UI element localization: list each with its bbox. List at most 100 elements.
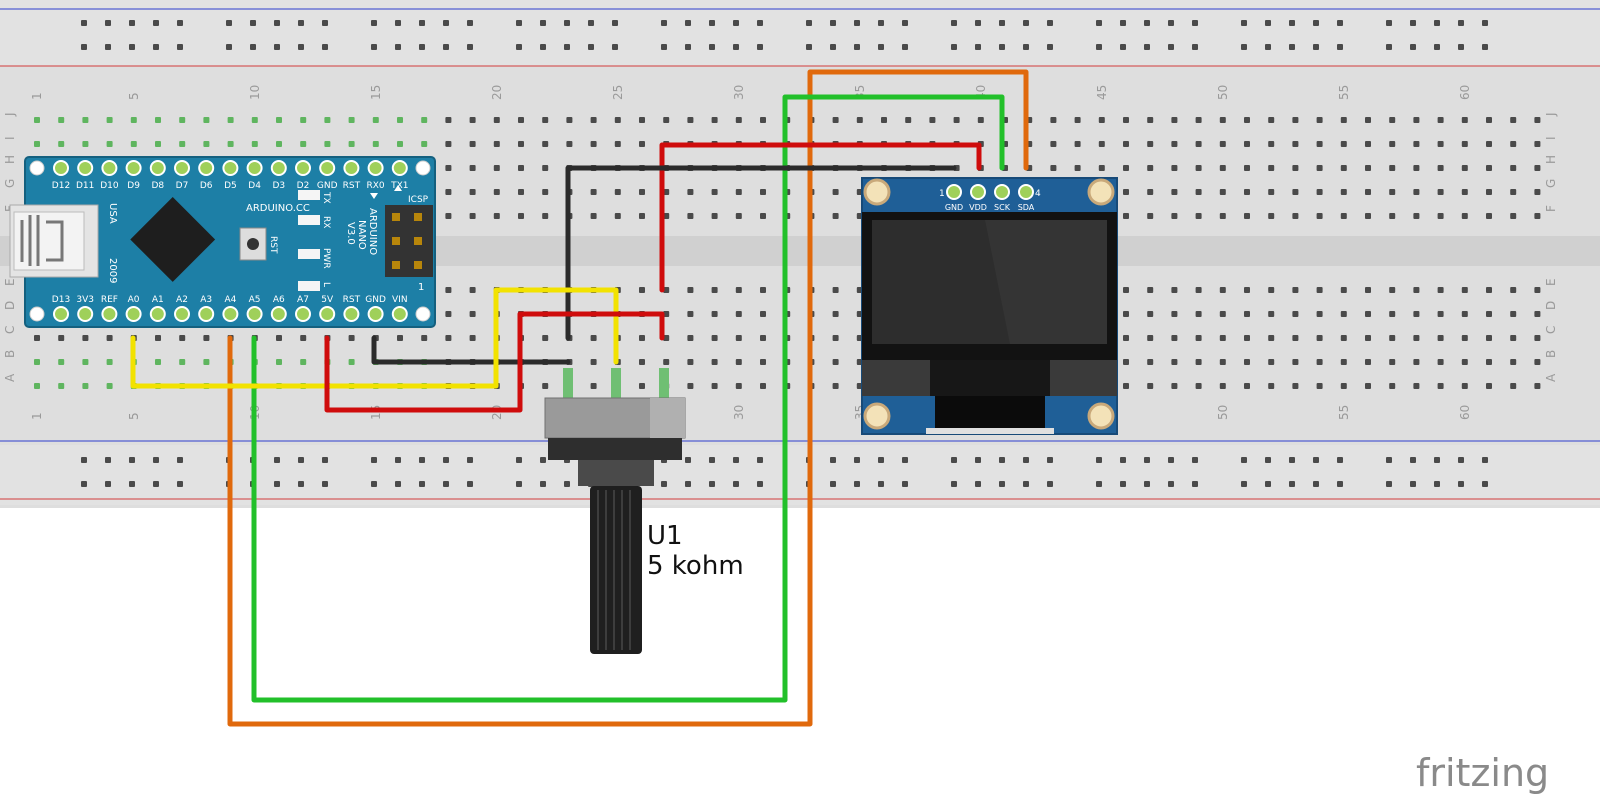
arduino-pin: [270, 160, 287, 176]
breadboard-hole: [276, 359, 282, 365]
pot-name-label: U1: [647, 521, 683, 551]
rail-hole: [153, 44, 159, 50]
breadboard-hole: [1219, 287, 1226, 293]
breadboard-hole: [445, 311, 452, 317]
breadboard-hole: [1413, 189, 1420, 195]
rail-hole: [371, 20, 377, 26]
rail-hole: [951, 44, 957, 50]
rail-hole: [1241, 44, 1247, 50]
rail-hole: [153, 481, 159, 487]
breadboard-hole: [1437, 117, 1444, 123]
breadboard-hole: [1486, 383, 1492, 389]
rail-hole: [1434, 481, 1440, 487]
rail-hole: [1168, 481, 1174, 487]
arduino-pin-label: RST: [343, 181, 361, 191]
oled-pin: [970, 184, 986, 200]
rail-hole: [975, 457, 981, 463]
arduino-pin: [198, 160, 215, 176]
arduino-pin: [125, 160, 142, 176]
breadboard-hole: [687, 287, 694, 293]
rail-hole: [419, 457, 425, 463]
rail-hole: [1289, 481, 1295, 487]
breadboard-hole: [1340, 141, 1347, 147]
arduino-pin: [53, 160, 69, 176]
rail-hole: [395, 20, 401, 26]
breadboard-hole: [421, 141, 428, 147]
arduino-pin-label: GND: [365, 295, 386, 305]
rail-hole: [1096, 481, 1102, 487]
breadboard-hole: [1389, 213, 1396, 219]
breadboard-hole: [1389, 311, 1396, 317]
breadboard-hole: [590, 189, 597, 195]
arduino-pin: [198, 306, 215, 322]
rail-hole: [298, 481, 304, 487]
rail-hole: [443, 457, 449, 463]
rail-hole: [733, 457, 739, 463]
breadboard-hole: [1123, 359, 1129, 365]
breadboard-hole: [251, 141, 258, 147]
rail-hole: [1192, 20, 1198, 26]
breadboard-hole: [1389, 189, 1396, 195]
rail-hole: [1410, 44, 1416, 50]
breadboard-hole: [687, 189, 694, 195]
rail-hole: [757, 457, 763, 463]
breadboard-hole: [1461, 383, 1468, 389]
breadboard-hole: [1389, 117, 1396, 123]
icsp-label: ICSP: [408, 195, 429, 205]
breadboard-hole: [1268, 311, 1275, 317]
arduino-pin-label: RST: [343, 295, 361, 305]
rail-hole: [177, 457, 183, 463]
pin-one-label: 1: [418, 282, 424, 293]
breadboard-hole: [397, 335, 403, 341]
rail-hole: [1265, 44, 1271, 50]
row-letter: C: [1544, 326, 1558, 334]
breadboard-hole: [1292, 141, 1299, 147]
breadboard-hole: [663, 287, 670, 293]
breadboard-hole: [1123, 117, 1129, 123]
breadboard-hole: [469, 335, 476, 341]
rail-hole: [129, 481, 135, 487]
rail-hole: [1289, 20, 1295, 26]
breadboard-hole: [1534, 287, 1541, 293]
breadboard-hole: [1123, 287, 1129, 293]
arduino-pin: [149, 306, 166, 322]
rail-hole: [854, 20, 860, 26]
breadboard-hole: [1268, 189, 1275, 195]
rail-hole: [951, 20, 957, 26]
rail-hole: [1168, 457, 1174, 463]
breadboard-hole: [832, 311, 839, 317]
breadboard-hole: [1171, 311, 1178, 317]
breadboard-hole: [1316, 383, 1323, 389]
rail-hole: [1386, 481, 1392, 487]
breadboard-hole: [542, 213, 549, 219]
breadboard-hole: [493, 141, 500, 147]
row-letter: G: [3, 179, 17, 188]
column-number: 50: [1216, 85, 1230, 100]
rail-hole: [685, 44, 691, 50]
rail-hole: [902, 44, 908, 50]
breadboard-hole: [1195, 141, 1202, 147]
rail-hole: [878, 44, 884, 50]
breadboard-hole: [445, 287, 452, 293]
rail-hole: [806, 44, 812, 50]
rail-hole: [1265, 457, 1271, 463]
breadboard-hole: [542, 335, 549, 341]
breadboard-hole: [1461, 141, 1468, 147]
breadboard-hole: [1486, 141, 1492, 147]
breadboard-hole: [590, 383, 597, 389]
rail-hole: [733, 20, 739, 26]
breadboard-hole: [711, 287, 718, 293]
breadboard-hole: [1510, 383, 1517, 389]
rail-hole: [1410, 457, 1416, 463]
breadboard-hole: [1123, 213, 1129, 219]
breadboard-hole: [1098, 141, 1105, 147]
breadboard-hole: [663, 117, 670, 123]
breadboard-hole: [300, 141, 307, 147]
rail-hole: [298, 457, 304, 463]
breadboard-hole: [1389, 165, 1396, 171]
breadboard-hole: [518, 189, 524, 195]
breadboard-hole: [760, 311, 766, 317]
column-number: 60: [1458, 405, 1472, 420]
breadboard-hole: [518, 117, 524, 123]
rail-hole: [1023, 20, 1029, 26]
